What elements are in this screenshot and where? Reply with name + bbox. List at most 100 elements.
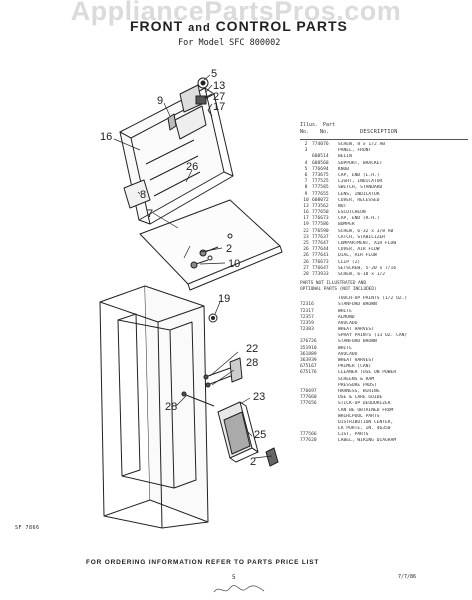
callout-7: 7 xyxy=(147,208,153,220)
callout-2b: 2 xyxy=(250,456,256,468)
part-no: 776673 xyxy=(312,216,329,222)
table-row: WHIRLPOOL PARTS xyxy=(300,414,468,420)
part-description: SCREW, 6-32 x 3/8 AB xyxy=(338,228,394,234)
part-no: 72383 xyxy=(300,327,314,333)
part-description: CLEANER (USE ON POWER xyxy=(338,370,397,376)
table-row: 361889 AVOCADO xyxy=(300,352,468,358)
callout-2a: 2 xyxy=(226,243,232,255)
part-description: BELIN xyxy=(338,154,352,160)
table-row: LA PORTE, IN. 46350 xyxy=(300,426,468,432)
part-no: 777637 xyxy=(312,234,329,240)
illus-no: 8 xyxy=(304,185,308,191)
part-description: DIAL, AIR FLOW xyxy=(338,253,377,259)
part-description: STANFORD BROWN xyxy=(338,339,377,345)
illus-no: 16 xyxy=(303,210,309,216)
note-line-1: PARTS NOT ILLUSTRATED AND xyxy=(300,281,367,287)
illus-no: 6 xyxy=(304,172,308,178)
part-description: HARNESS, WIRING xyxy=(338,388,380,394)
screw-28-drawing xyxy=(185,394,215,407)
part-description: CAN BE OBTAINED FROM xyxy=(338,407,394,413)
part-description: SCREENS & RAM xyxy=(338,376,374,382)
part-description: ALMOND xyxy=(338,314,355,320)
part-description: WHITE xyxy=(338,345,352,351)
part-no: 776647 xyxy=(312,265,329,271)
callout-17: 17 xyxy=(213,101,225,113)
table-row: CAN BE OBTAINED FROM xyxy=(300,408,468,414)
part-description: CATCH, STABILIZER xyxy=(338,234,386,240)
part-description: LIGHT, INDICATOR xyxy=(338,179,383,185)
part-description: SCREW, 8 x 1/2 AB xyxy=(338,142,386,147)
part-no: 608072 xyxy=(312,197,329,203)
part-description: LENS, INDICATOR xyxy=(338,191,380,197)
watermark: AppliancePartsPros.com xyxy=(70,0,402,26)
illus-no: 28 xyxy=(303,271,309,277)
part-no: 675176 xyxy=(300,370,317,376)
part-no: 72317 xyxy=(300,308,314,314)
illus-no: 2 xyxy=(304,142,308,147)
part-description: AVOCADO xyxy=(338,351,358,357)
part-description: PRIMER (CAN) xyxy=(338,364,372,370)
title-parts: PARTS xyxy=(296,18,348,34)
illus-no: 23 xyxy=(303,234,309,240)
table-row: 776697 HARNESS, WIRING xyxy=(300,389,468,395)
table-row: SCREENS & RAM xyxy=(300,377,468,383)
part-no: 777620 xyxy=(300,438,317,444)
part-no: 72316 xyxy=(300,302,314,308)
exploded-parts-diagram: 5 13 27 17 9 16 26 8 7 2 10 19 22 28 23 … xyxy=(99,68,283,529)
page-title: FRONT and CONTROL PARTS xyxy=(130,18,348,34)
part-description: KNOB xyxy=(338,166,350,172)
part-no: 777525 xyxy=(312,179,329,185)
callout-26: 26 xyxy=(186,161,198,173)
part-no: 675167 xyxy=(300,364,317,370)
illus-no: 22 xyxy=(303,228,309,234)
callout-16: 16 xyxy=(100,131,112,143)
parts-table-header: Illus. Part No. No. DESCRIPTION xyxy=(300,122,468,138)
part-description: WHEAT HARVEST xyxy=(338,327,374,333)
part-description: LA PORTE, IN. 46350 xyxy=(338,426,391,432)
part-description: LABEL, WIRING DIAGRAM xyxy=(338,438,397,444)
title-and: and xyxy=(188,22,211,34)
part-description: AVOCADO xyxy=(338,320,358,326)
callout-13: 13 xyxy=(213,80,225,92)
illus-no: 27 xyxy=(303,265,309,271)
part-description: SWITCH, STANDARD xyxy=(338,185,383,191)
table-row: 777620 LABEL, WIRING DIAGRAM xyxy=(300,438,468,444)
part-description: STANFORD BROWN xyxy=(338,302,377,308)
illus-no: 10 xyxy=(303,197,309,203)
illus-no: 26 xyxy=(303,259,309,265)
part-no: 361889 xyxy=(300,351,317,357)
callout-8: 8 xyxy=(140,189,146,201)
part-description: WHEAT HARVEST xyxy=(338,358,374,363)
table-row: 72316 STANFORD BROWN xyxy=(300,302,468,308)
callout-10: 10 xyxy=(228,258,240,270)
part-description: CLIP (2) xyxy=(338,259,361,265)
escutcheon-drawing xyxy=(123,179,151,209)
header-part-no: No. xyxy=(320,129,330,135)
illus-no: 9 xyxy=(304,191,308,197)
part-no: 363939 xyxy=(300,358,317,363)
part-description: NUT xyxy=(338,203,347,209)
part-no: 776697 xyxy=(300,388,317,394)
part-no: 777655 xyxy=(312,191,329,197)
